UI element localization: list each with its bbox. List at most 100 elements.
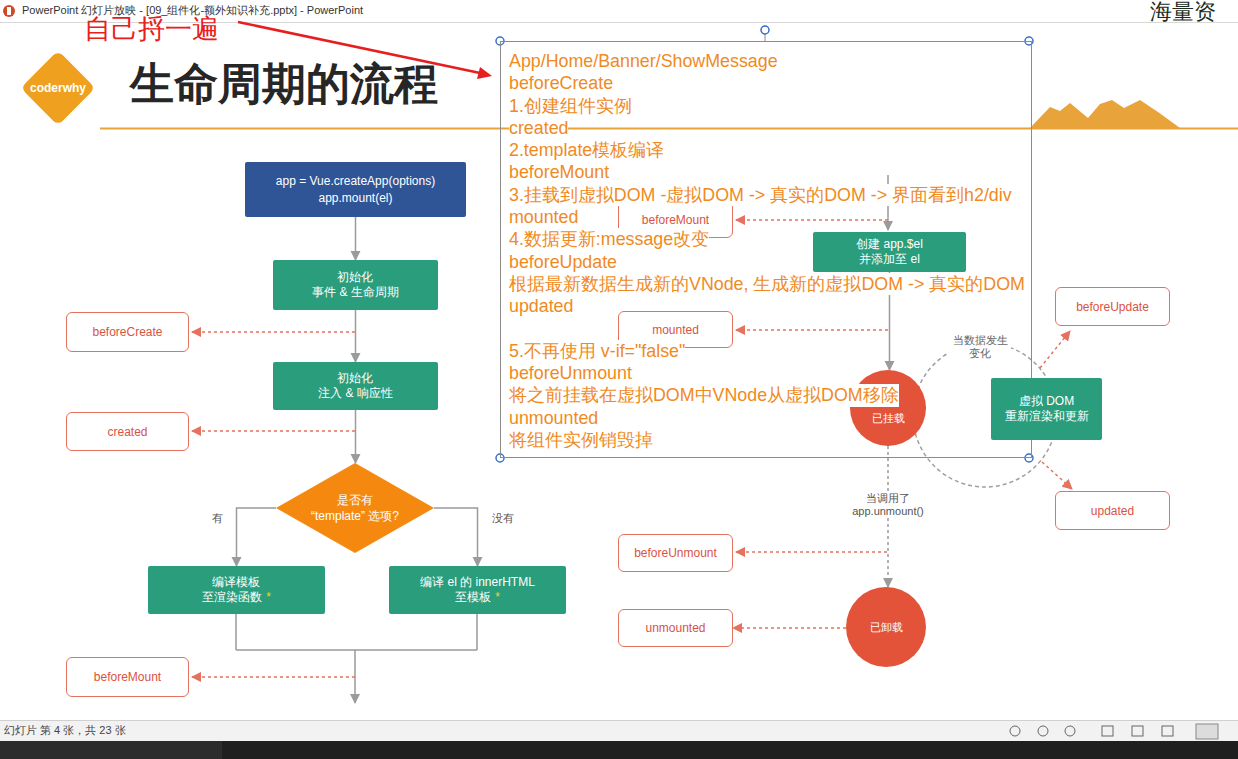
- flow-connector: [355, 217, 357, 260]
- note-line: 将组件实例销毁掉: [509, 429, 653, 451]
- note-line: 将之前挂载在虚拟DOM中VNode从虚拟DOM移除: [509, 384, 899, 406]
- edge-label: 没有: [492, 512, 514, 525]
- note-line: 3.挂载到虚拟DOM -虚拟DOM -> 真实的DOM -> 界面看到h2/di…: [509, 184, 1012, 206]
- text-stack: beforeUnmount: [634, 546, 717, 560]
- node-label: unmounted: [645, 621, 705, 635]
- node-label: beforeMount: [94, 670, 161, 684]
- text-stack: 初始化事件 & 生命周期: [312, 270, 399, 300]
- hook-box: unmounted: [618, 609, 733, 647]
- watermark: 海量资: [1150, 0, 1216, 24]
- node-label: 初始化: [337, 371, 373, 386]
- circle-fill: [850, 370, 926, 446]
- mountain-decoration: [1030, 100, 1180, 128]
- node-label: 并添加至 el: [859, 252, 920, 267]
- node-label: beforeMount: [642, 213, 709, 227]
- node-label: 编译 el 的 innerHTML: [420, 575, 535, 590]
- node-label: updated: [1091, 504, 1134, 518]
- circle-outline: [850, 370, 926, 446]
- text-stack: 是否有“template” 选项?: [311, 492, 399, 524]
- circle-fill: [846, 587, 926, 667]
- status-text: 幻灯片 第 4 张，共 23 张: [4, 724, 126, 737]
- status-icon: [1162, 726, 1173, 736]
- taskbar-segment: [0, 741, 222, 759]
- note-line: beforeUpdate: [509, 251, 617, 273]
- text-stack: coderwhy: [30, 81, 86, 95]
- note-line: beforeUnmount: [509, 362, 632, 384]
- hook-arrow: [736, 329, 888, 331]
- footnote-mark: *: [266, 590, 271, 604]
- rotate-handle: [761, 26, 769, 34]
- node-label: mounted: [652, 323, 699, 337]
- diamond-outline: [276, 463, 434, 553]
- node-label: created: [107, 425, 147, 439]
- node-label: 已卸载: [870, 620, 903, 635]
- hook-box: beforeCreate: [66, 312, 189, 352]
- note-line: beforeCreate: [509, 72, 613, 94]
- text-stack: 已挂载: [872, 411, 905, 426]
- node-label: coderwhy: [30, 81, 86, 95]
- text-stack: 编译模板至渲染函数*: [202, 575, 271, 605]
- state-circle: 已挂载: [850, 370, 926, 446]
- status-icon: [1196, 724, 1218, 739]
- note-line: beforeMount: [509, 161, 609, 183]
- process-box: 编译模板至渲染函数*: [148, 566, 325, 614]
- note-line: created: [509, 117, 568, 139]
- flow-connector: [237, 508, 277, 566]
- hook-arrow: [736, 219, 888, 221]
- node-label: beforeUpdate: [1076, 300, 1149, 314]
- node-label: app.mount(el): [318, 190, 392, 207]
- process-box: 初始化事件 & 生命周期: [273, 260, 438, 310]
- diamond-fill: [276, 463, 434, 553]
- hook-box: updated: [1055, 491, 1170, 530]
- text-stack: 初始化注入 & 响应性: [318, 371, 393, 401]
- node-label: 重新渲染和更新: [1005, 409, 1089, 424]
- node-label: 事件 & 生命周期: [312, 285, 399, 300]
- node-label: beforeCreate: [92, 325, 162, 339]
- node-label: 虚拟 DOM: [1019, 394, 1074, 409]
- note-textbox: App/Home/Banner/ShowMessagebeforeCreate1…: [500, 41, 1032, 458]
- hook-arrow: [192, 331, 355, 333]
- rotate-handle-stem: [765, 34, 766, 41]
- flow-connector: [355, 410, 357, 463]
- text-stack: 编译 el 的 innerHTML至模板*: [420, 575, 535, 605]
- handwritten-note: 自己捋一遍: [84, 15, 219, 44]
- node-label: 编译模板: [212, 575, 260, 590]
- start-box: app = Vue.createApp(options)app.mount(el…: [245, 162, 466, 217]
- annotation-arrowhead: [477, 67, 492, 79]
- hook-box: beforeUnmount: [618, 534, 733, 572]
- note-line: App/Home/Banner/ShowMessage: [509, 50, 778, 72]
- node-label: beforeUnmount: [634, 546, 717, 560]
- hook-arrow: [736, 551, 887, 553]
- note-line: 1.创建组件实例: [509, 95, 632, 117]
- merge-lines: [236, 614, 477, 703]
- cycle-label: 当数据发生 变化: [949, 334, 1011, 360]
- text-row: 至渲染函数*: [202, 590, 271, 605]
- status-icon: [1065, 726, 1075, 736]
- text-stack: 创建 app.$el并添加至 el: [856, 237, 923, 267]
- text-stack: updated: [1091, 504, 1134, 518]
- status-icon: [1102, 726, 1113, 736]
- state-circle: 已卸载: [846, 587, 926, 667]
- node-label: 已挂载: [872, 411, 905, 426]
- hook-arrow: [192, 430, 355, 432]
- note-line: mounted: [509, 206, 578, 228]
- edge-label: 当调用了 app.unmount(): [846, 492, 931, 518]
- hook-box: beforeUpdate: [1055, 287, 1170, 326]
- node-label: app = Vue.createApp(options): [276, 173, 435, 190]
- text-stack: 虚拟 DOM重新渲染和更新: [1005, 394, 1089, 424]
- text-stack: mounted: [652, 323, 699, 337]
- process-box: 虚拟 DOM重新渲染和更新: [991, 378, 1102, 440]
- note-line: 4.数据更新:message改变: [509, 228, 709, 250]
- hook-arrow: [1042, 462, 1072, 489]
- hook-arrow: [192, 676, 355, 678]
- note-line: 2.template模板编译: [509, 139, 664, 161]
- app-icon-mark: [7, 7, 11, 15]
- node-label: 至模板: [455, 590, 491, 604]
- edge-label: 有: [212, 512, 223, 525]
- status-bar-border: [0, 720, 1238, 721]
- note-line: unmounted: [509, 407, 598, 429]
- process-box: 创建 app.$el并添加至 el: [813, 232, 966, 272]
- hook-box: beforeMount: [66, 657, 189, 697]
- flow-connector: [434, 508, 478, 566]
